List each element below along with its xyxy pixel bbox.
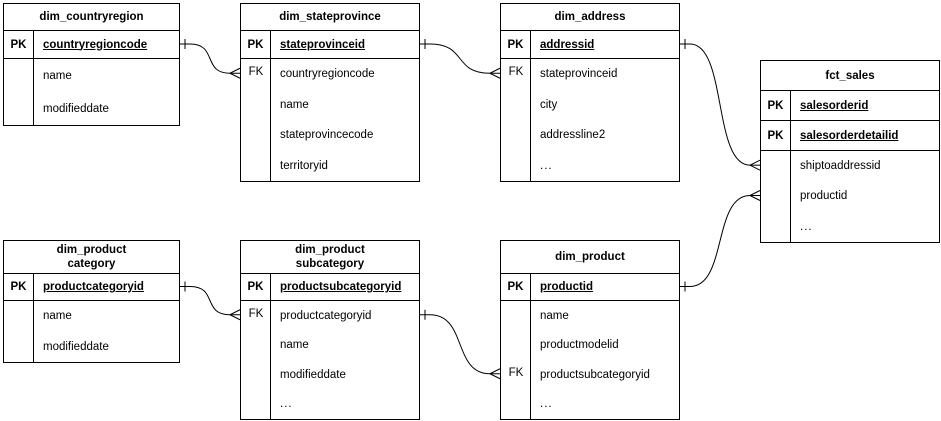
entity-title-dim_address: dim_address (501, 4, 679, 31)
key-label-fk: FK (508, 66, 524, 79)
entity-title-dim_stateprovince: dim_stateprovince (241, 4, 419, 31)
key-label-pk: PK (501, 31, 531, 58)
field-name-addressline2: addressline2 (540, 129, 606, 142)
relationship-product-to-fctsales (680, 190, 761, 292)
field-name-name: name (43, 310, 72, 323)
relationship-address-to-fctsales (680, 39, 761, 171)
field-name-name: name (280, 339, 309, 352)
body-field-column: shiptoaddressid productid... (791, 151, 939, 242)
field-name-productcategoryid: productcategoryid (43, 281, 144, 293)
field-name-productid: productid (540, 281, 594, 293)
field-name-shiptoaddressid: shiptoaddressid (800, 160, 881, 173)
key-label-pk: PK (761, 91, 791, 120)
body-field-column: name modifieddate (34, 59, 179, 125)
field-name-stateprovincecode: stateprovincecode (280, 129, 374, 142)
body-field-column: stateprovinceid city addressline2... (531, 59, 679, 181)
body-key-column: FK (501, 301, 531, 419)
entity-title-dim_countryregion: dim_countryregion (4, 4, 179, 31)
body-key-column (4, 59, 34, 125)
key-label-pk: PK (241, 31, 271, 58)
entity-body-dim_countryregion: name modifieddate (4, 59, 179, 125)
key-label-pk: PK (241, 274, 271, 300)
field-name-productcategoryid: productcategoryid (280, 309, 372, 322)
entity-body-fct_sales: shiptoaddressid productid... (761, 151, 939, 242)
key-label-pk: PK (501, 274, 531, 300)
entity-title-dim_productsubcategory: dim_product subcategory (241, 241, 419, 274)
relationship-countryregion-to-stateprovince (180, 39, 241, 79)
entity-row-dim_countryregion-countryregioncode: PK countryregioncode (4, 31, 179, 59)
field-name-salesorderdetailid: salesorderdetailid (800, 129, 899, 142)
key-label-fk: FK (508, 366, 524, 379)
entity-row-dim_productcategory-productcategoryid: PK productcategoryid (4, 274, 179, 301)
body-key-column: FK (501, 59, 531, 181)
field-name-addressid: addressid (540, 38, 595, 51)
field-name-city: city (540, 98, 558, 111)
entity-title-fct_sales: fct_sales (761, 61, 939, 91)
field-name-countryregioncode: countryregioncode (43, 38, 148, 51)
field-name-name: name (280, 98, 309, 111)
field-name-territoryid: territoryid (280, 159, 328, 172)
field-name-name: name (43, 69, 72, 82)
body-key-column: FK (241, 59, 271, 181)
entity-row-dim_address-addressid: PK addressid (501, 31, 679, 59)
entity-body-dim_productcategory: name modifieddate (4, 301, 179, 362)
body-key-column (4, 301, 34, 362)
entity-title-dim_productcategory: dim_product category (4, 241, 179, 274)
key-label-pk: PK (4, 31, 34, 58)
relationship-subcategory-to-product (420, 309, 501, 380)
field-name-more: ... (800, 220, 813, 233)
body-field-column: name productmodelid productsubcategoryid..… (531, 301, 679, 419)
entity-body-dim_address: FK stateprovinceid city addressline2... (501, 59, 679, 181)
key-label-fk: FK (248, 66, 264, 79)
field-name-countryregioncode: countryregioncode (280, 68, 375, 81)
field-name-modifieddate: modifieddate (43, 340, 109, 353)
entity-row-dim_productsubcategory-productsubcategoryid: PK productsubcategoryid (241, 274, 419, 301)
field-name-stateprovinceid: stateprovinceid (540, 68, 618, 81)
entity-row-fct_sales-salesorderdetailid: PK salesorderdetailid (761, 121, 939, 151)
entity-body-dim_product: FK name productmodelid productsubcategoryid… (501, 301, 679, 419)
field-name-more: ... (540, 398, 553, 411)
field-name-more: ... (540, 159, 553, 172)
relationship-productcategory-to-subcategory (180, 281, 241, 321)
key-label-pk: PK (4, 274, 34, 300)
field-name-modifieddate: modifieddate (280, 368, 346, 381)
field-name-productid: productid (800, 190, 848, 203)
field-name-name: name (540, 309, 569, 322)
body-key-column: FK (241, 301, 271, 419)
key-label-fk: FK (248, 307, 264, 320)
field-name-more: ... (280, 398, 293, 411)
relationship-stateprovince-to-address (420, 39, 501, 79)
entity-body-dim_productsubcategory: FK productcategoryid name modifieddate... (241, 301, 419, 419)
entity-title-dim_product: dim_product (501, 241, 679, 274)
body-field-column: name modifieddate (34, 301, 179, 362)
field-name-productsubcategoryid: productsubcategoryid (280, 281, 402, 293)
body-field-column: countryregioncode name stateprovincecode te… (271, 59, 419, 181)
key-label-pk: PK (761, 121, 791, 150)
entity-row-dim_product-productid: PK productid (501, 274, 679, 301)
entity-row-dim_stateprovince-stateprovinceid: PK stateprovinceid (241, 31, 419, 59)
field-name-modifieddate: modifieddate (43, 102, 109, 115)
body-key-column (761, 151, 791, 242)
field-name-stateprovinceid: stateprovinceid (280, 38, 365, 51)
entity-body-dim_stateprovince: FK countryregioncode name stateprovincecode… (241, 59, 419, 181)
entity-row-fct_sales-salesorderid: PK salesorderid (761, 91, 939, 121)
body-field-column: productcategoryid name modifieddate... (271, 301, 419, 419)
field-name-productmodelid: productmodelid (540, 339, 619, 352)
field-name-salesorderid: salesorderid (800, 99, 869, 112)
field-name-productsubcategoryid: productsubcategoryid (540, 368, 650, 381)
